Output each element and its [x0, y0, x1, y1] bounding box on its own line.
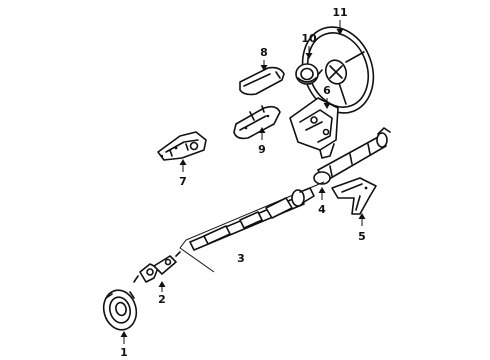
universal-joint-part	[133, 251, 181, 283]
column-bracket-part	[289, 97, 339, 159]
intermediate-shaft-part	[179, 181, 325, 273]
callout-1: 1	[120, 346, 128, 359]
steering-wheel-part	[301, 26, 375, 114]
callout-10: 10	[301, 32, 317, 45]
steering-boot-part	[102, 289, 138, 331]
callout-7: 7	[179, 175, 187, 188]
callout-6: 6	[323, 84, 331, 97]
callout-5: 5	[358, 230, 366, 243]
callout-2: 2	[158, 293, 166, 306]
mounting-bracket-part	[331, 177, 377, 215]
lower-shroud-part	[233, 105, 281, 140]
callout-4: 4	[318, 203, 326, 216]
callout-11: 11	[332, 6, 347, 19]
column-jacket-part	[313, 127, 391, 185]
horn-pad-part	[295, 63, 319, 85]
callout-3: 3	[237, 252, 245, 265]
callout-8: 8	[260, 46, 268, 59]
lock-housing-part	[157, 131, 207, 161]
callout-9: 9	[258, 143, 266, 156]
upper-shroud-part	[239, 66, 285, 96]
